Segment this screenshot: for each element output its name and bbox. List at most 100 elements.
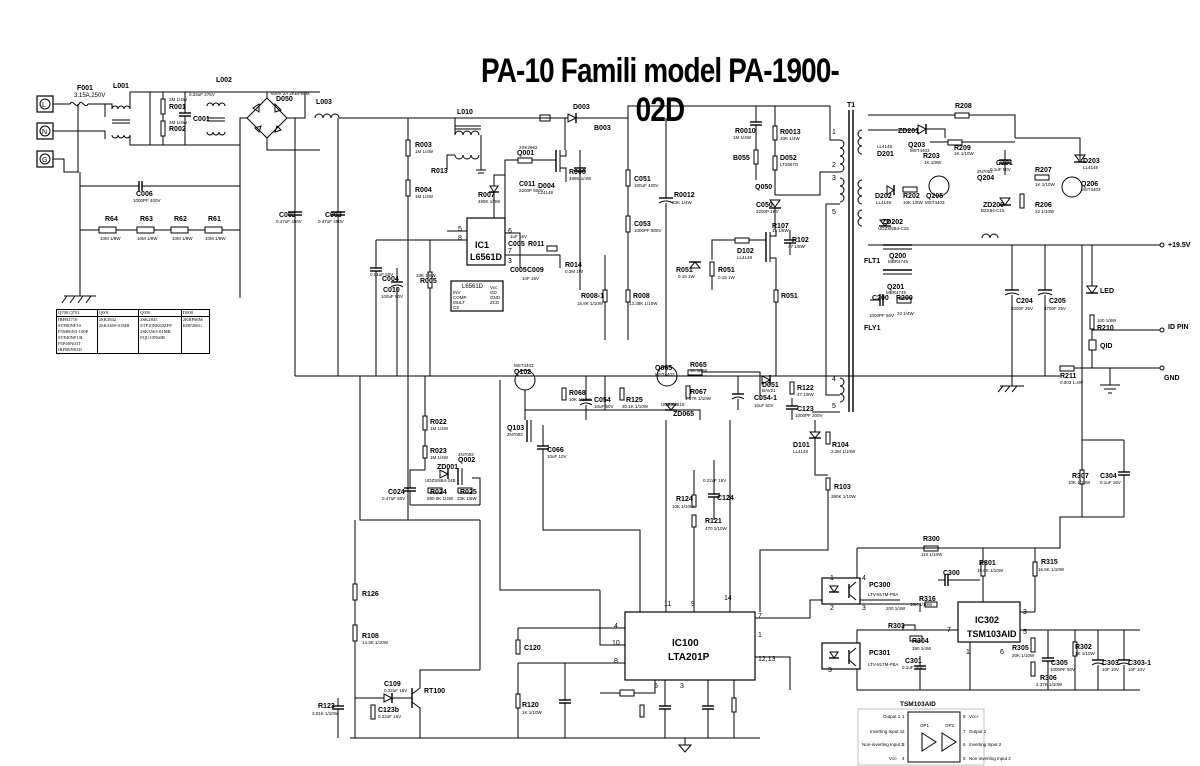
svg-text:22 1/10W: 22 1/10W xyxy=(1035,209,1055,214)
svg-text:D003: D003 xyxy=(573,104,590,111)
component-substitution-table: Q700,Q701 Q001 Q050 D000 IRFB4710 STP80N… xyxy=(56,309,211,354)
svg-text:C010: C010 xyxy=(383,287,400,294)
svg-text:590.0K 1/4W: 590.0K 1/4W xyxy=(427,496,454,501)
svg-text:3: 3 xyxy=(828,667,832,674)
svg-text:1.57K 1/10W: 1.57K 1/10W xyxy=(685,396,712,401)
svg-text:Q206: Q206 xyxy=(1081,181,1098,188)
svg-text:2.37K 1/10W: 2.37K 1/10W xyxy=(1036,682,1063,687)
svg-text:2M 1/4W: 2M 1/4W xyxy=(169,120,188,125)
svg-text:100 1/8W: 100 1/8W xyxy=(1097,318,1117,323)
svg-text:5: 5 xyxy=(654,683,658,690)
svg-text:R203: R203 xyxy=(923,153,940,160)
svg-text:4: 4 xyxy=(902,756,905,761)
svg-text:11: 11 xyxy=(664,601,671,608)
svg-text:C109: C109 xyxy=(384,681,401,688)
qid-label: QID xyxy=(1100,343,1112,350)
ic1-block xyxy=(466,217,506,266)
svg-text:CS: CS xyxy=(453,305,459,310)
svg-text:2: 2 xyxy=(902,729,905,734)
svg-text:3: 3 xyxy=(862,605,866,612)
ic1-chip-outline xyxy=(450,280,504,312)
svg-text:499K 1/4W: 499K 1/4W xyxy=(478,199,501,204)
svg-text:15 1/8W: 15 1/8W xyxy=(772,228,790,233)
svg-text:Q201: Q201 xyxy=(887,284,904,291)
svg-text:Inverting Input 1: Inverting Input 1 xyxy=(870,729,903,734)
svg-text:8: 8 xyxy=(614,658,618,665)
ic100-part: LTA201P xyxy=(668,652,710,663)
svg-text:390 1/4W: 390 1/4W xyxy=(912,646,932,651)
svg-text:UDZSNB4-24B: UDZSNB4-24B xyxy=(425,478,456,483)
svg-text:10uF 50V: 10uF 50V xyxy=(594,404,614,409)
svg-text:R125: R125 xyxy=(626,397,643,404)
svg-text:14: 14 xyxy=(724,595,732,602)
svg-text:C011: C011 xyxy=(519,181,535,188)
svg-text:3: 3 xyxy=(508,258,512,265)
svg-text:LL4148: LL4148 xyxy=(737,255,753,260)
svg-text:Vcc+: Vcc+ xyxy=(969,714,980,719)
svg-text:R051: R051 xyxy=(718,267,735,274)
svg-text:5: 5 xyxy=(1023,629,1027,636)
svg-text:C005: C005 xyxy=(510,267,527,274)
table-header: D000 xyxy=(180,309,211,317)
svg-text:4700F 25V: 4700F 25V xyxy=(1044,306,1066,311)
svg-text:5: 5 xyxy=(832,209,836,216)
svg-text:MST4403: MST4403 xyxy=(910,148,930,153)
svg-text:R107: R107 xyxy=(772,223,789,230)
svg-text:100uF 420V: 100uF 420V xyxy=(634,183,659,188)
svg-text:OP1: OP1 xyxy=(920,723,930,728)
svg-text:R065: R065 xyxy=(690,362,707,369)
svg-text:499K 1/4W: 499K 1/4W xyxy=(569,176,592,181)
pfc-stage: C002 0.47uF 450V C003 0.47uF 450V R003 1… xyxy=(276,104,1060,520)
svg-text:R068: R068 xyxy=(569,390,586,397)
svg-text:2200P 1KV: 2200P 1KV xyxy=(756,209,779,214)
table-header: Q001 xyxy=(96,309,140,317)
svg-text:R0010: R0010 xyxy=(735,128,756,135)
svg-text:7: 7 xyxy=(508,248,512,255)
svg-text:Q102: Q102 xyxy=(514,369,531,376)
table-cell: 2SK3842 2SK3469-01MR xyxy=(96,316,140,354)
svg-text:600V 2A 2KBP06M: 600V 2A 2KBP06M xyxy=(271,91,310,96)
svg-text:R305: R305 xyxy=(1012,645,1029,652)
svg-text:R64: R64 xyxy=(105,216,118,223)
svg-text:8200F 25V: 8200F 25V xyxy=(1011,306,1033,311)
svg-text:R007: R007 xyxy=(478,192,495,199)
svg-text:INV: INV xyxy=(453,290,461,295)
svg-text:10M 1/8W: 10M 1/8W xyxy=(137,236,158,241)
svg-text:10F 10V: 10F 10V xyxy=(1102,667,1119,672)
svg-text:10uF 50V: 10uF 50V xyxy=(754,403,774,408)
ic100-name: IC100 xyxy=(672,638,699,649)
ic302-part: TSM103AID xyxy=(967,629,1017,639)
svg-text:GND: GND xyxy=(490,295,501,300)
svg-text:7: 7 xyxy=(963,729,966,734)
svg-text:3: 3 xyxy=(832,175,836,182)
svg-text:ZD065: ZD065 xyxy=(673,411,694,418)
svg-text:C205: C205 xyxy=(1049,298,1066,305)
svg-text:R023: R023 xyxy=(430,448,447,455)
svg-text:C300: C300 xyxy=(943,570,960,577)
svg-text:0.22uF 16V: 0.22uF 16V xyxy=(384,688,407,693)
svg-text:R200: R200 xyxy=(896,295,913,302)
svg-text:2200P 500V: 2200P 500V xyxy=(519,188,544,193)
svg-text:Non-inverting Input 2: Non-inverting Input 2 xyxy=(969,756,1011,761)
svg-text:R301: R301 xyxy=(979,560,996,567)
svg-text:ZD001: ZD001 xyxy=(437,464,458,471)
svg-text:Inverting Input 2: Inverting Input 2 xyxy=(969,742,1002,747)
svg-text:Vcc-: Vcc- xyxy=(889,756,899,761)
svg-text:Output 2: Output 2 xyxy=(969,729,987,734)
svg-text:R122: R122 xyxy=(797,385,814,392)
svg-text:1K 1/10W: 1K 1/10W xyxy=(1075,651,1096,656)
svg-text:ZCD: ZCD xyxy=(490,300,500,305)
svg-text:R62: R62 xyxy=(174,216,187,223)
svg-text:0.15 1W: 0.15 1W xyxy=(718,275,736,280)
svg-text:D201: D201 xyxy=(877,151,894,158)
svg-text:1: 1 xyxy=(832,129,836,136)
terminal-line-label: L xyxy=(42,102,46,109)
svg-text:MST4403: MST4403 xyxy=(925,200,945,205)
svg-text:4: 4 xyxy=(862,575,866,582)
svg-text:15.8K 1/10W: 15.8K 1/10W xyxy=(577,301,604,306)
svg-text:RT100: RT100 xyxy=(424,688,445,695)
svg-text:R315: R315 xyxy=(1041,559,1058,566)
svg-text:0.33uF 275V: 0.33uF 275V xyxy=(189,92,215,97)
svg-text:MBR4745: MBR4745 xyxy=(886,290,907,295)
svg-text:R104: R104 xyxy=(832,442,849,449)
